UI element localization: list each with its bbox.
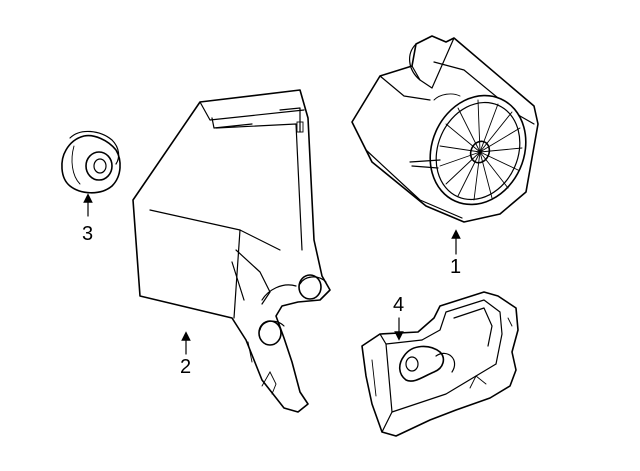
speaker-housing-part	[132, 89, 331, 413]
callout-label-3: 3	[82, 223, 93, 245]
callout-label-1: 1	[450, 256, 461, 278]
speaker-cone-ribs	[439, 99, 523, 201]
callout-arrows	[83, 193, 461, 355]
speaker-part	[351, 35, 539, 223]
callout-label-2: 2	[180, 356, 191, 378]
grommet-part	[61, 130, 121, 194]
mounting-bracket-part	[361, 291, 519, 437]
callout-label-4: 4	[393, 294, 404, 316]
